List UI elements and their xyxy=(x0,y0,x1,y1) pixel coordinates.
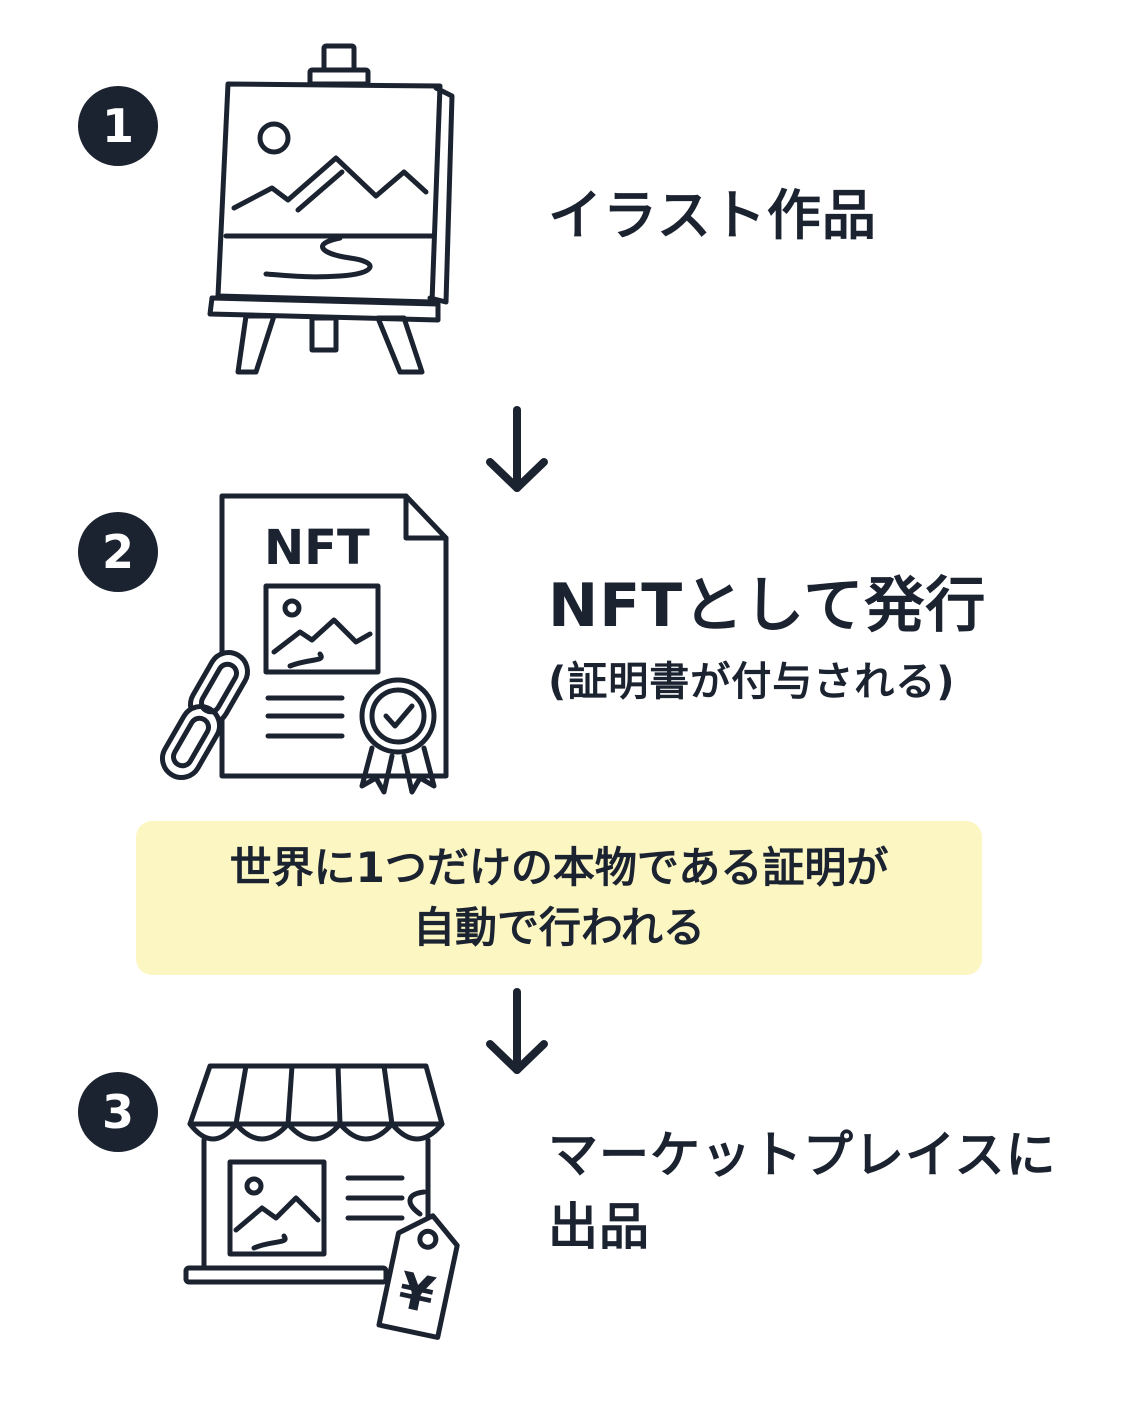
step-2-number: 2 xyxy=(101,525,134,579)
step-3-number: 3 xyxy=(101,1085,134,1139)
nft-certificate-icon: NFT xyxy=(140,490,460,800)
arrow-down-icon xyxy=(484,986,550,1082)
arrow-down-icon xyxy=(484,404,550,500)
nft-doc-text: NFT xyxy=(264,520,370,576)
highlight-line-1: 世界に1つだけの本物である証明が xyxy=(229,843,889,892)
step-2-badge: 2 xyxy=(78,512,158,592)
step-3-badge: 3 xyxy=(78,1072,158,1152)
highlight-box: 世界に1つだけの本物である証明が 自動で行われる xyxy=(136,821,982,975)
step-3-title-line-2: 出品 xyxy=(548,1198,650,1256)
step-2-subtitle: (証明書が付与される) xyxy=(548,659,956,705)
step-1-title: イラスト作品 xyxy=(548,184,877,247)
step-3-title-line-1: マーケットプレイスに xyxy=(548,1126,1057,1184)
highlight-line-2: 自動で行われる xyxy=(413,903,705,952)
step-2-title: NFTとして発行 xyxy=(548,571,987,641)
storefront-icon: ¥ xyxy=(180,1058,480,1348)
easel-canvas-icon xyxy=(200,40,470,380)
step-1-badge: 1 xyxy=(78,86,158,166)
step-1-number: 1 xyxy=(101,99,134,153)
